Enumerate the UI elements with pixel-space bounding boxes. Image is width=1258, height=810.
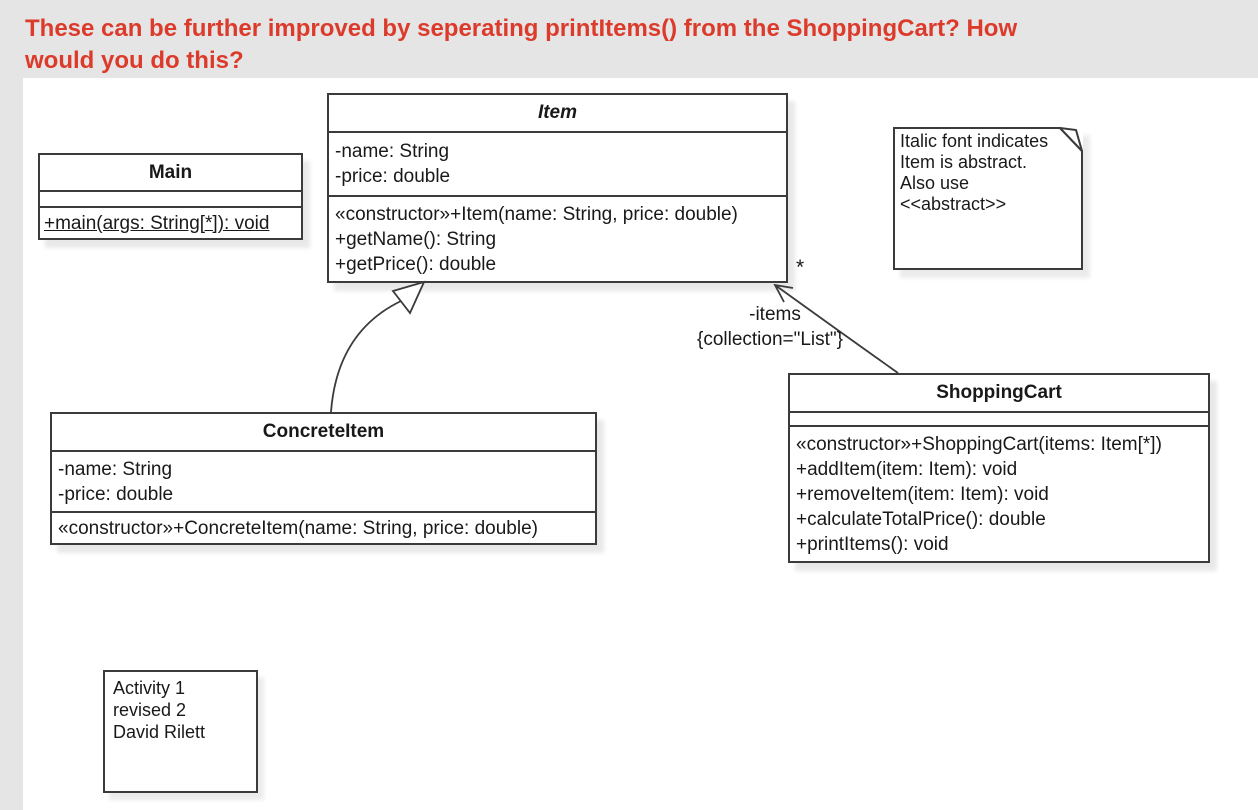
- heading-line-1: These can be further improved by seperat…: [25, 15, 1018, 42]
- note-fold-corner: [1057, 127, 1083, 152]
- class-shoppingcart: ShoppingCart «constructor»+ShoppingCart(…: [788, 373, 1210, 563]
- operations-compartment: +main(args: String[*]): void: [40, 208, 301, 238]
- attributes-compartment: [40, 192, 301, 208]
- operations-compartment: «constructor»+ConcreteItem(name: String,…: [52, 513, 595, 543]
- note-text: Italic font indicates Item is abstract. …: [900, 131, 1076, 215]
- class-title: ShoppingCart: [790, 375, 1208, 413]
- operation-line: «constructor»+Item(name: String, price: …: [335, 204, 738, 225]
- note-activity: Activity 1 revised 2 David Rilett: [103, 670, 258, 793]
- heading-line-2: would you do this?: [25, 47, 244, 74]
- note-abstract: Italic font indicates Item is abstract. …: [893, 127, 1083, 270]
- note-shape: [893, 127, 1083, 270]
- class-concreteitem: ConcreteItem -name: String -price: doubl…: [50, 412, 597, 545]
- operation-line: +main(args: String[*]): void: [44, 213, 270, 234]
- association-constraint-label: {collection="List"}: [696, 329, 844, 350]
- operation-line: +printItems(): void: [796, 534, 949, 555]
- note-line: Also use: [900, 173, 970, 193]
- attribute-line: -price: double: [335, 166, 451, 187]
- attribute-line: -name: String: [335, 141, 450, 162]
- class-item: Item -name: String -price: double «const…: [327, 93, 788, 283]
- operation-line: +getName(): String: [335, 229, 497, 250]
- attributes-compartment: [790, 413, 1208, 427]
- class-main: Main +main(args: String[*]): void: [38, 153, 303, 240]
- association-multiplicity: *: [796, 256, 805, 279]
- class-title: ConcreteItem: [52, 414, 595, 452]
- note-line: Item is abstract.: [900, 152, 1028, 172]
- note-line: <<abstract>>: [900, 194, 1007, 214]
- attributes-compartment: -name: String -price: double: [52, 452, 595, 513]
- operation-line: +calculateTotalPrice(): double: [796, 509, 1046, 530]
- class-title: Main: [40, 155, 301, 192]
- operation-line: +removeItem(item: Item): void: [796, 484, 1049, 505]
- operations-compartment: «constructor»+ShoppingCart(items: Item[*…: [790, 427, 1208, 561]
- attributes-compartment: -name: String -price: double: [329, 133, 786, 197]
- operation-line: +addItem(item: Item): void: [796, 459, 1018, 480]
- activity-line: David Rilett: [113, 722, 206, 742]
- attribute-line: -name: String: [58, 459, 173, 480]
- association-role-label: -items: [749, 304, 801, 325]
- note-line: Italic font indicates: [900, 131, 1049, 151]
- note-outline: [893, 127, 1083, 270]
- activity-line: Activity 1: [113, 678, 186, 698]
- operations-compartment: «constructor»+Item(name: String, price: …: [329, 197, 786, 281]
- operation-line: +getPrice(): double: [335, 254, 497, 275]
- operation-line: «constructor»+ConcreteItem(name: String,…: [58, 518, 538, 539]
- page-title: These can be further improved by seperat…: [25, 13, 1245, 77]
- class-title: Item: [329, 95, 786, 133]
- operation-line: «constructor»+ShoppingCart(items: Item[*…: [796, 434, 1162, 455]
- attribute-line: -price: double: [58, 484, 174, 505]
- activity-line: revised 2: [113, 700, 187, 720]
